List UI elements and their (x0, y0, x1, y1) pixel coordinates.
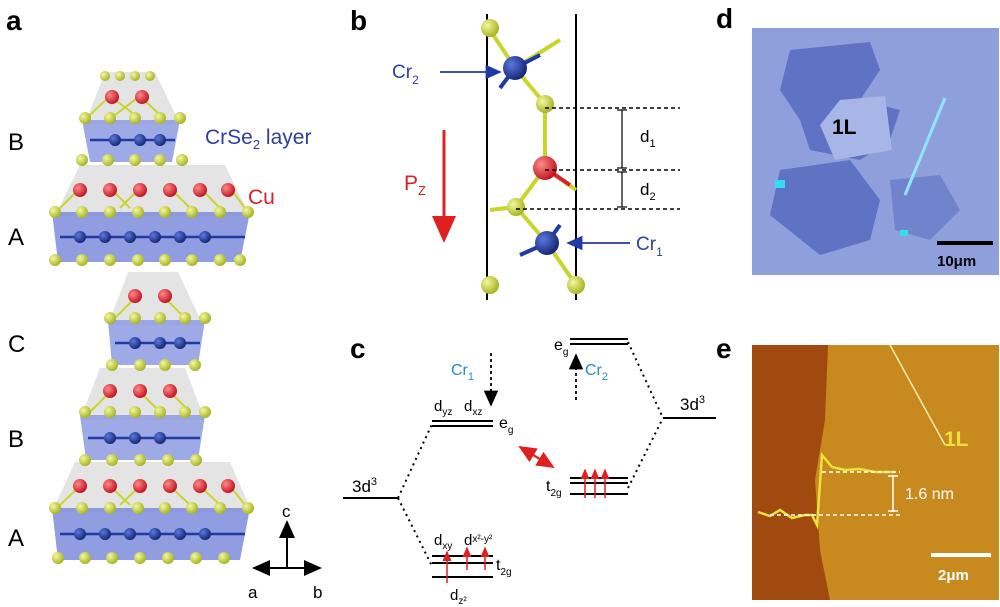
cu-label: Cu (248, 186, 275, 209)
panel-label-c: c (350, 333, 366, 364)
optical-1l-label: 1L (832, 116, 857, 139)
stack-letter-4: B (8, 426, 24, 453)
panel-b-structure (432, 14, 680, 300)
stack-letter-2: A (8, 224, 24, 251)
optical-image (752, 28, 999, 275)
afm-scale-label: 2μm (938, 567, 969, 584)
d1-label: d1 (640, 127, 656, 150)
dx2y2-label: dx²-y² (464, 532, 493, 549)
right-3d3-label: 3d3 (680, 394, 705, 414)
panel-label-e: e (716, 333, 732, 364)
left-3d3-label: 3d3 (352, 476, 377, 496)
d2-label: d2 (640, 180, 656, 203)
crse2-layer-label: CrSe2 layer (205, 126, 311, 152)
stack-letter-5: A (8, 525, 24, 552)
panel-label-a: a (6, 5, 22, 36)
panel-c-levels (343, 338, 716, 583)
t2g-right-label: t2g (546, 478, 562, 499)
cr2-label-c: Cr2 (585, 362, 608, 383)
eg-right-label: eg (554, 337, 568, 358)
axis-c-label: c (282, 502, 291, 521)
dxz-label: dxz (464, 398, 482, 418)
stack-letter-3: C (8, 331, 25, 358)
afm-1l-label: 1L (944, 428, 969, 451)
axis-b-label: b (313, 583, 322, 602)
eg-left-label: eg (499, 415, 513, 436)
panel-a-structure (49, 71, 254, 564)
pz-label: PZ (404, 172, 426, 198)
lattice-axes (252, 520, 322, 576)
cr2-label-b: Cr2 (392, 62, 419, 87)
stack-letter-1: B (8, 129, 24, 156)
t2g-left-label: t2g (496, 557, 512, 578)
axis-a-label: a (248, 583, 258, 602)
dyz-label: dyz (434, 398, 452, 418)
dxy-label: dxy (434, 532, 452, 552)
panel-label-b: b (350, 5, 367, 36)
afm-image (752, 344, 999, 600)
optical-scale-label: 10μm (937, 253, 976, 270)
cr1-label-b: Cr1 (636, 234, 663, 259)
cr1-label-c: Cr1 (451, 362, 474, 383)
afm-height-label: 1.6 nm (905, 486, 954, 503)
panel-label-d: d (716, 3, 733, 34)
dz2-label: dz² (450, 587, 467, 607)
